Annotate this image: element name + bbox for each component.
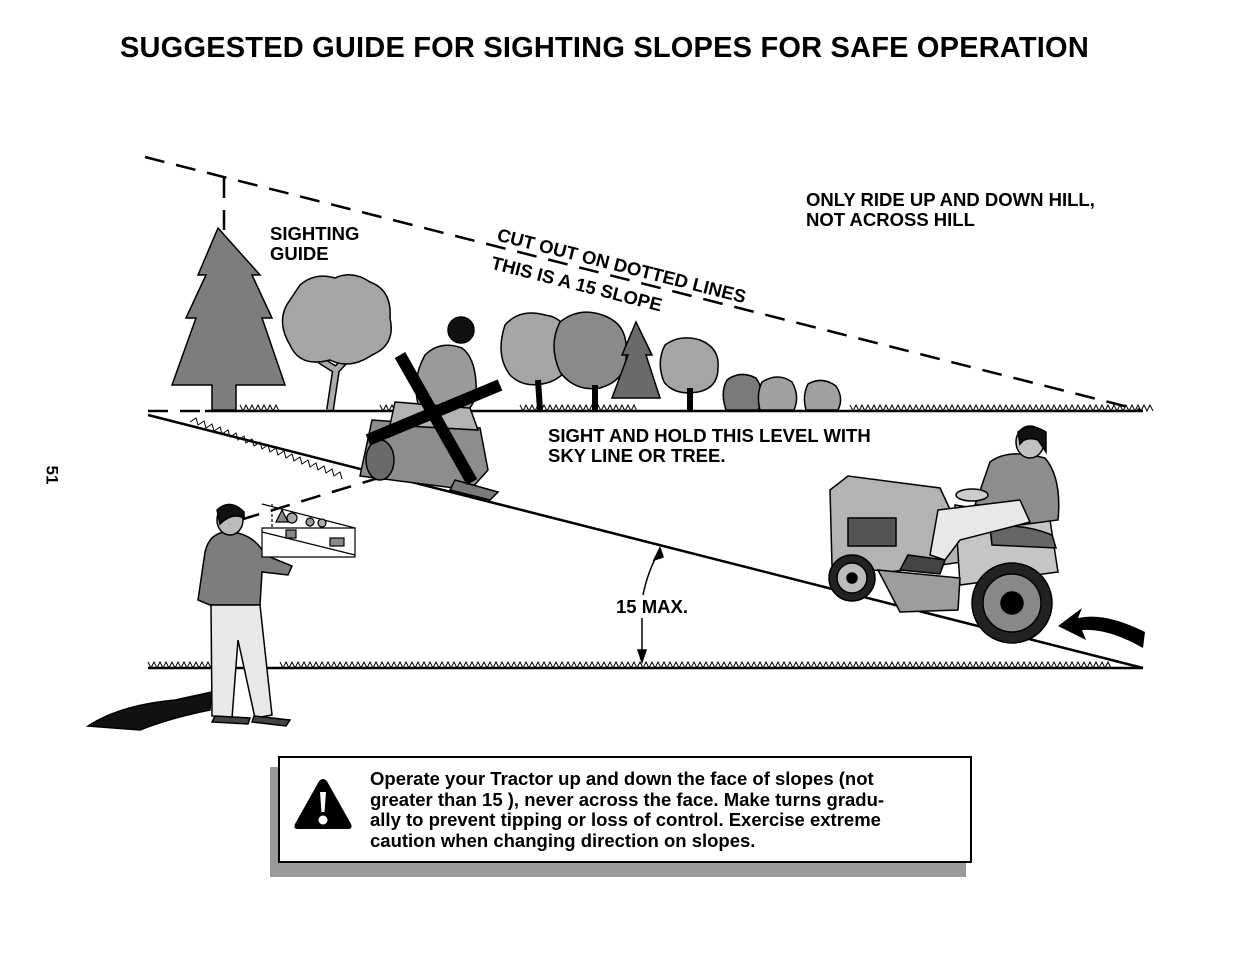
- round-tree-3: [553, 311, 627, 390]
- pine-tree-small: [610, 320, 662, 399]
- up-hill-arrow-icon: [1058, 608, 1145, 648]
- warning-triangle-icon: [294, 779, 352, 829]
- angle-indicator: [636, 546, 664, 665]
- trees: [170, 226, 842, 411]
- person-sighting: [85, 503, 293, 731]
- sighting-guide-card: [261, 503, 356, 558]
- ground-lines: [147, 403, 1154, 670]
- page-title: SUGGESTED GUIDE FOR SIGHTING SLOPES FOR …: [120, 32, 1089, 64]
- round-tree-4: [659, 337, 719, 394]
- person-shadow: [85, 691, 213, 731]
- round-tree-1: [281, 274, 392, 411]
- bush-1: [722, 373, 763, 411]
- bush-3: [803, 379, 842, 411]
- warning-text: Operate your Tractor up and down the fac…: [370, 768, 970, 851]
- ride-up-down-label: ONLY RIDE UP AND DOWN HILL, NOT ACROSS H…: [806, 189, 1095, 230]
- max-angle-label: 15 MAX.: [616, 596, 688, 617]
- bush-2: [757, 376, 798, 411]
- warning-line: ally to prevent tipping or loss of contr…: [370, 809, 881, 830]
- sight-hold-label: SIGHT AND HOLD THIS LEVEL WITH SKY LINE …: [548, 425, 871, 466]
- warning-line: Operate your Tractor up and down the fac…: [370, 768, 874, 789]
- warning-line: greater than 15 ), never across the face…: [370, 788, 885, 810]
- sighting-guide-label: SIGHTING GUIDE: [270, 223, 360, 264]
- pine-tree-large: [170, 226, 287, 411]
- warning-line: caution when changing direction on slope…: [370, 829, 756, 851]
- tractor-up-slope: [828, 425, 1060, 644]
- tractor-across-slope-wrong: [359, 316, 503, 501]
- warning-box: [278, 756, 972, 863]
